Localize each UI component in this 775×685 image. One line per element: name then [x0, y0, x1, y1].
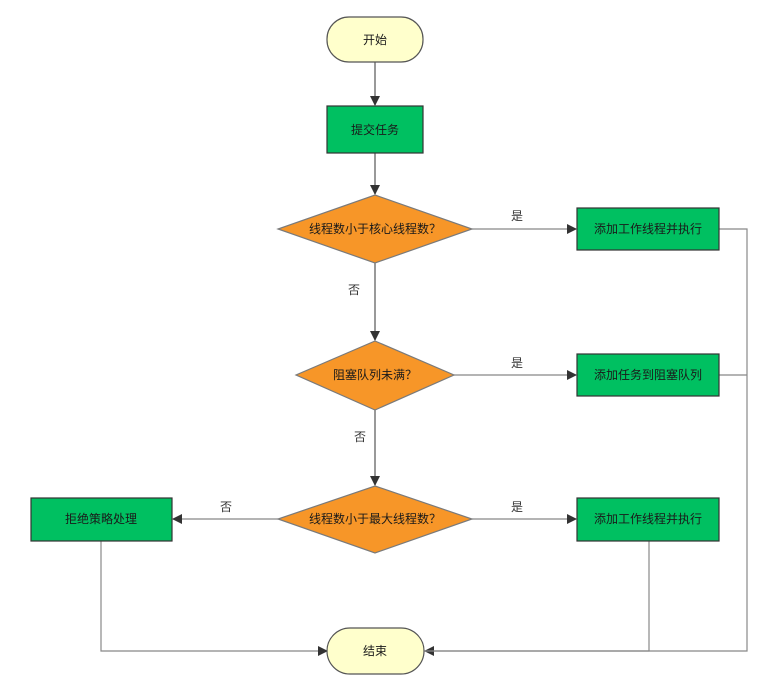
add-worker-1-box	[576, 207, 720, 251]
add-to-queue-label: 添加任务到阻塞队列	[594, 367, 702, 382]
label-no-max: 否	[220, 500, 232, 514]
decision-queue-diamond	[294, 340, 456, 411]
reject-box	[30, 497, 173, 542]
node-add-worker-2: 添加工作线程并执行	[576, 497, 720, 542]
node-decision-core: 线程数小于核心线程数？	[276, 194, 474, 264]
label-yes-core: 是	[511, 209, 523, 223]
node-decision-max: 线程数小于最大线程数？	[276, 485, 474, 554]
node-start: 开始	[326, 16, 424, 63]
decision-max-label: 线程数小于最大线程数？	[309, 511, 441, 526]
reject-label: 拒绝策略处理	[65, 511, 137, 526]
edge-reject-to-end	[100, 541, 328, 656]
decision-core-diamond	[276, 194, 474, 264]
submit-task-label: 提交任务	[351, 122, 399, 137]
connectors	[100, 62, 748, 656]
node-submit-task: 提交任务	[326, 105, 424, 154]
label-yes-queue: 是	[511, 356, 523, 370]
end-label: 结束	[363, 644, 387, 658]
add-worker-1-label: 添加工作线程并执行	[594, 221, 702, 236]
node-add-worker-1: 添加工作线程并执行	[576, 207, 720, 251]
node-add-to-queue: 添加任务到阻塞队列	[576, 353, 720, 397]
start-label: 开始	[363, 33, 387, 47]
node-reject: 拒绝策略处理	[30, 497, 173, 542]
node-end: 结束	[326, 627, 425, 675]
decision-core-label: 线程数小于核心线程数？	[309, 221, 441, 236]
add-to-queue-box	[576, 353, 720, 397]
edge-labels: 是 否 是 否 是 否	[220, 209, 523, 514]
submit-task-box	[326, 105, 424, 154]
label-no-queue: 否	[354, 430, 366, 444]
add-worker-2-box	[576, 497, 720, 542]
add-worker-2-label: 添加工作线程并执行	[594, 511, 702, 526]
decision-max-diamond	[276, 485, 474, 554]
label-yes-max: 是	[511, 500, 523, 514]
decision-queue-label: 阻塞队列未满？	[333, 367, 417, 382]
end-terminal-shape	[326, 627, 425, 675]
node-decision-queue: 阻塞队列未满？	[294, 340, 456, 411]
label-no-core: 否	[348, 283, 360, 297]
edge-worker1-to-end	[425, 228, 748, 652]
edge-worker2-to-end	[424, 541, 650, 656]
start-terminal-shape	[326, 16, 424, 63]
